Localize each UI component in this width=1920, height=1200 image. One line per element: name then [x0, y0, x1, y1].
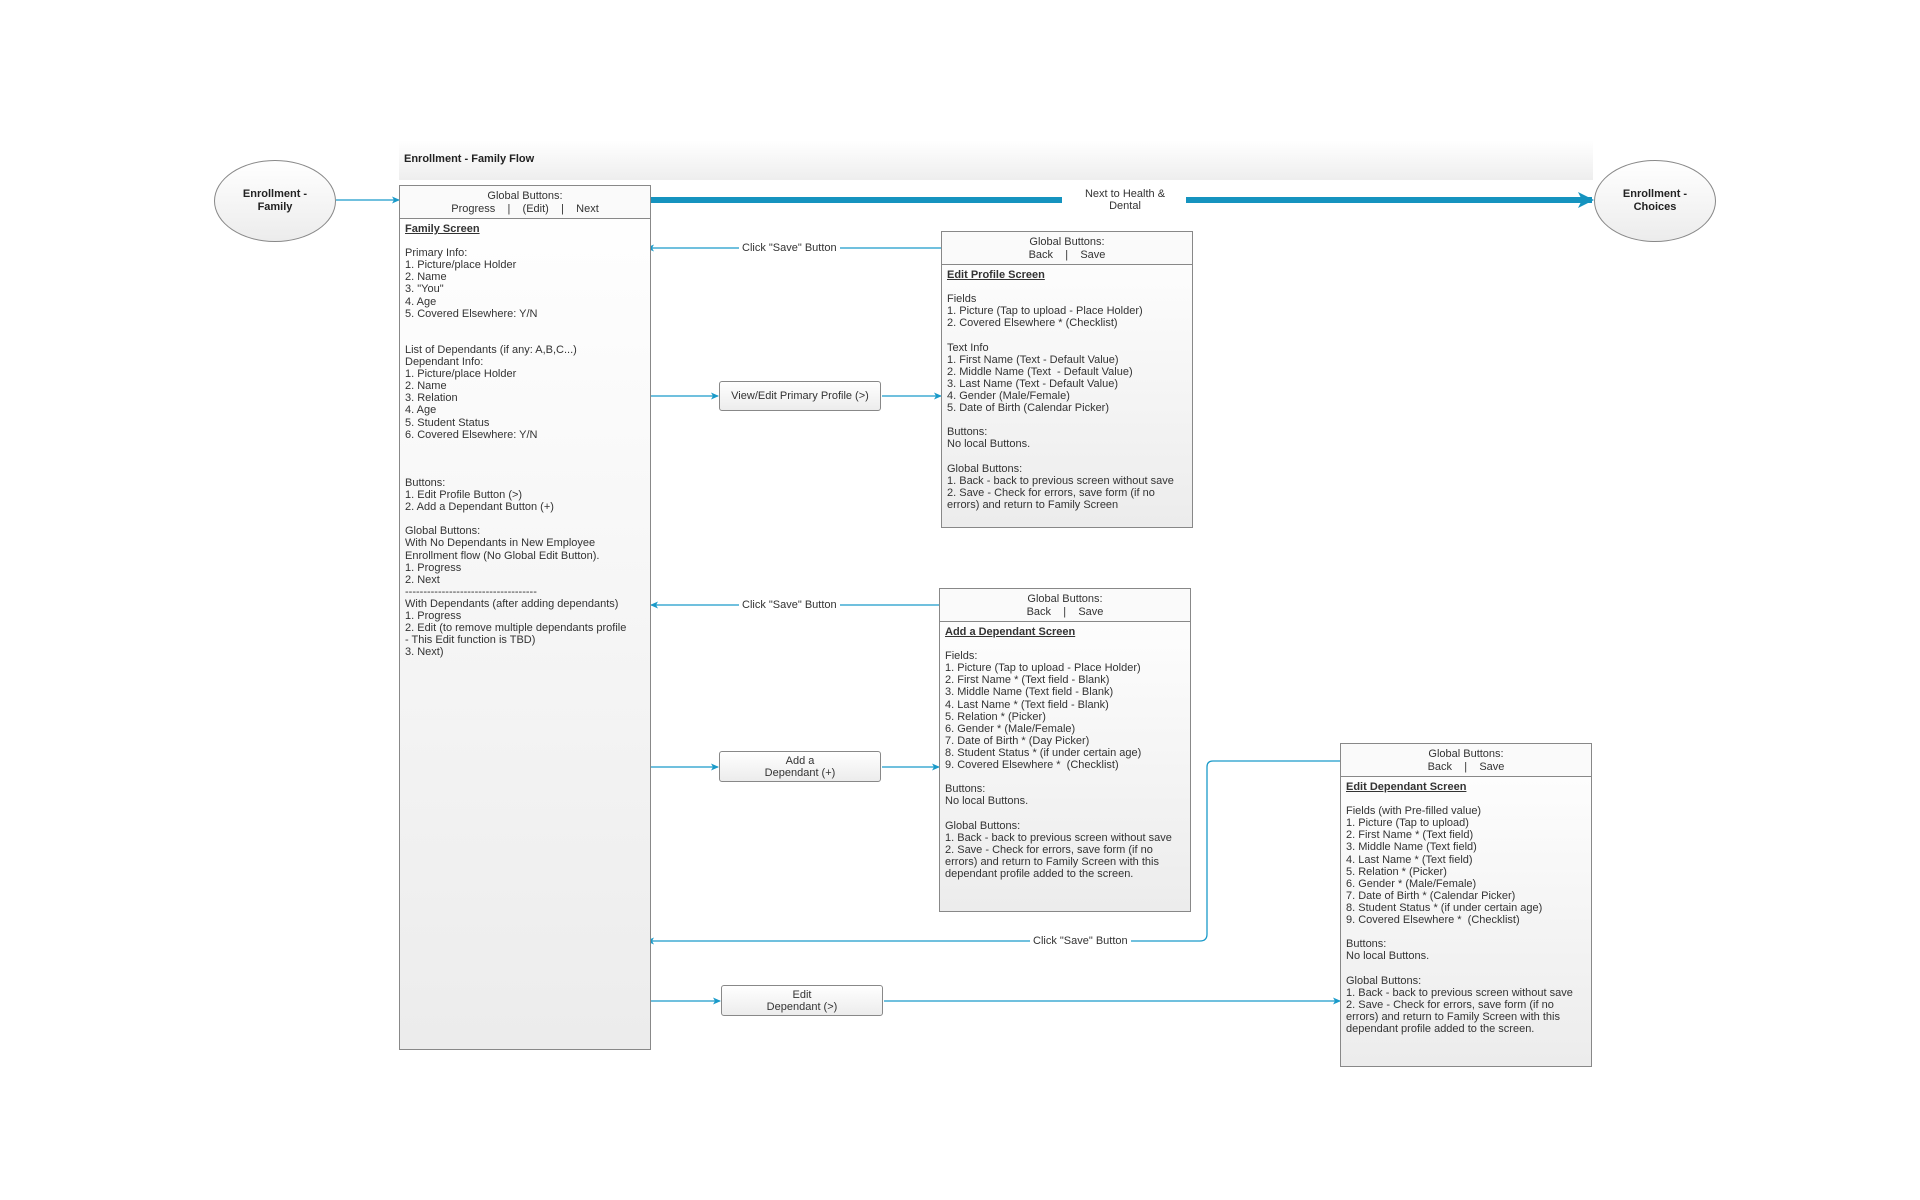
view-edit-primary-profile-button[interactable]: View/Edit Primary Profile (>): [719, 381, 881, 411]
edit-profile-screen: Global Buttons: Back | Save Edit Profile…: [941, 231, 1193, 528]
add-dependant-content: Add a Dependant Screen Fields: 1. Pictur…: [940, 622, 1190, 884]
edit-dependant-button[interactable]: Edit Dependant (>): [721, 985, 883, 1016]
click-save-label-profile: Click "Save" Button: [739, 242, 840, 254]
edit-profile-title: Edit Profile Screen: [947, 269, 1045, 281]
family-screen-global-buttons: Global Buttons: Progress | (Edit) | Next: [400, 186, 650, 219]
add-dependant-details: Fields: 1. Picture (Tap to upload - Plac…: [945, 650, 1172, 880]
edit-profile-global-buttons: Global Buttons: Back | Save: [942, 232, 1192, 265]
start-node-enrollment-family[interactable]: Enrollment - Family: [214, 160, 336, 242]
next-to-health-dental-label: Next to Health & Dental: [1064, 188, 1186, 212]
click-save-label-add-dependant: Click "Save" Button: [739, 599, 840, 611]
family-screen: Global Buttons: Progress | (Edit) | Next…: [399, 185, 651, 1050]
edit-profile-content: Edit Profile Screen Fields 1. Picture (T…: [942, 265, 1192, 515]
family-screen-details: Primary Info: 1. Picture/place Holder 2.…: [405, 247, 627, 659]
add-dependant-global-buttons: Global Buttons: Back | Save: [940, 589, 1190, 622]
edit-dependant-global-buttons: Global Buttons: Back | Save: [1341, 744, 1591, 777]
edit-dependant-screen: Global Buttons: Back | Save Edit Dependa…: [1340, 743, 1592, 1067]
family-screen-content: Family Screen Primary Info: 1. Picture/p…: [400, 219, 650, 662]
family-screen-title: Family Screen: [405, 223, 480, 235]
add-dependant-title: Add a Dependant Screen: [945, 626, 1076, 638]
end-node-enrollment-choices[interactable]: Enrollment - Choices: [1594, 160, 1716, 242]
edit-profile-details: Fields 1. Picture (Tap to upload - Place…: [947, 293, 1174, 511]
click-save-label-edit-dependant: Click "Save" Button: [1030, 935, 1131, 947]
add-dependant-screen: Global Buttons: Back | Save Add a Depend…: [939, 588, 1191, 912]
edit-dependant-title: Edit Dependant Screen: [1346, 781, 1467, 793]
add-dependant-button[interactable]: Add a Dependant (+): [719, 751, 881, 782]
diagram-title: Enrollment - Family Flow: [404, 153, 535, 165]
edit-dependant-details: Fields (with Pre-filled value) 1. Pictur…: [1346, 805, 1573, 1035]
edit-dependant-content: Edit Dependant Screen Fields (with Pre-f…: [1341, 777, 1591, 1039]
title-band: [399, 140, 1593, 180]
